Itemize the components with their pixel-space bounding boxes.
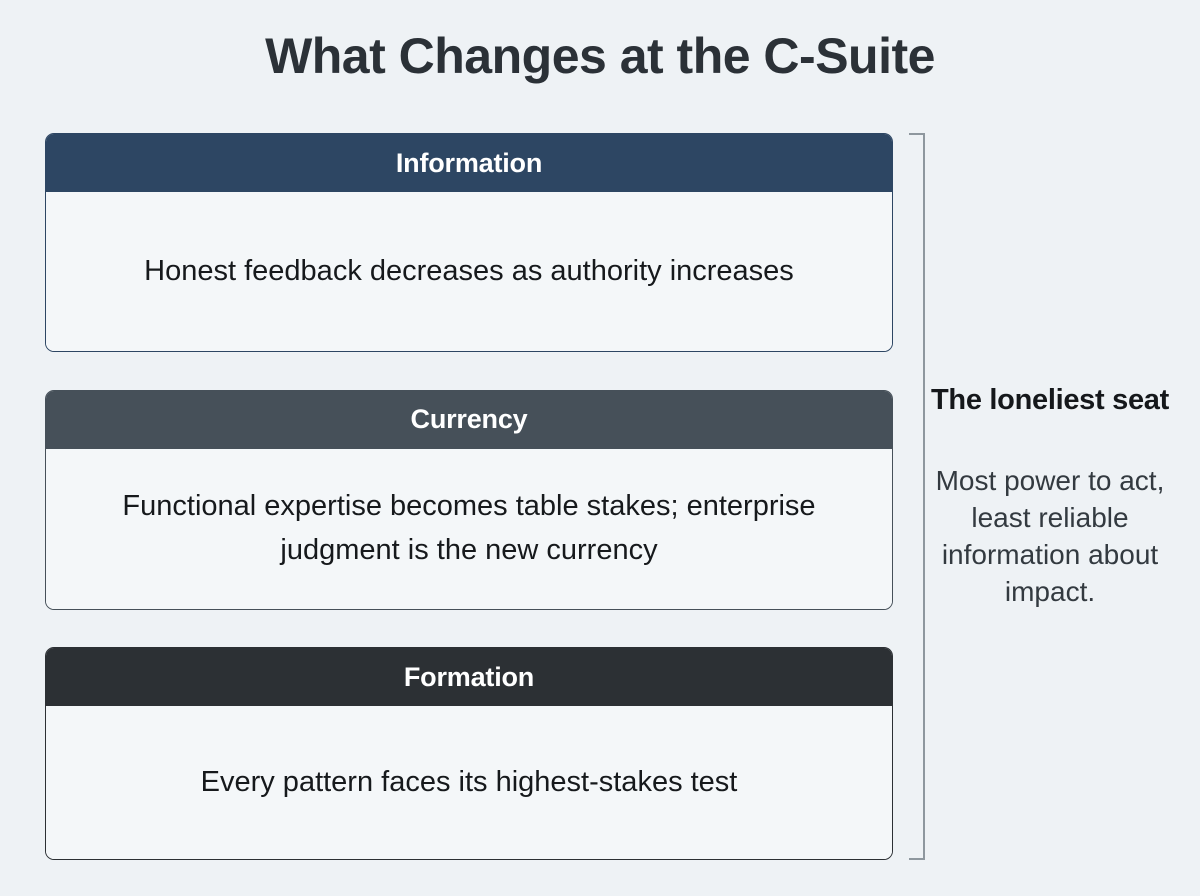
bracket-divider-icon [903,133,925,860]
bracket-tick-bottom [909,858,925,860]
card-body-information: Honest feedback decreases as authority i… [46,192,892,351]
content-area: Information Honest feedback decreases as… [0,128,1200,868]
card-currency[interactable]: Currency Functional expertise becomes ta… [45,389,893,610]
card-header-currency: Currency [46,390,892,449]
note-title: The loneliest seat [931,384,1169,417]
card-header-formation: Formation [46,648,892,706]
bracket-stem [923,133,925,860]
page-title: What Changes at the C-Suite [265,28,935,84]
card-formation[interactable]: Formation Every pattern faces its highes… [45,647,893,860]
card-body-currency: Functional expertise becomes table stake… [46,448,892,609]
card-header-information: Information [46,134,892,192]
card-information[interactable]: Information Honest feedback decreases as… [45,133,893,352]
note-body: Most power to act, least reliable inform… [935,464,1165,608]
card-stack: Information Honest feedback decreases as… [45,133,893,860]
card-body-formation: Every pattern faces its highest-stakes t… [46,706,892,859]
note-panel: The loneliest seat Most power to act, le… [930,133,1170,860]
bracket-tick-top [909,133,925,135]
